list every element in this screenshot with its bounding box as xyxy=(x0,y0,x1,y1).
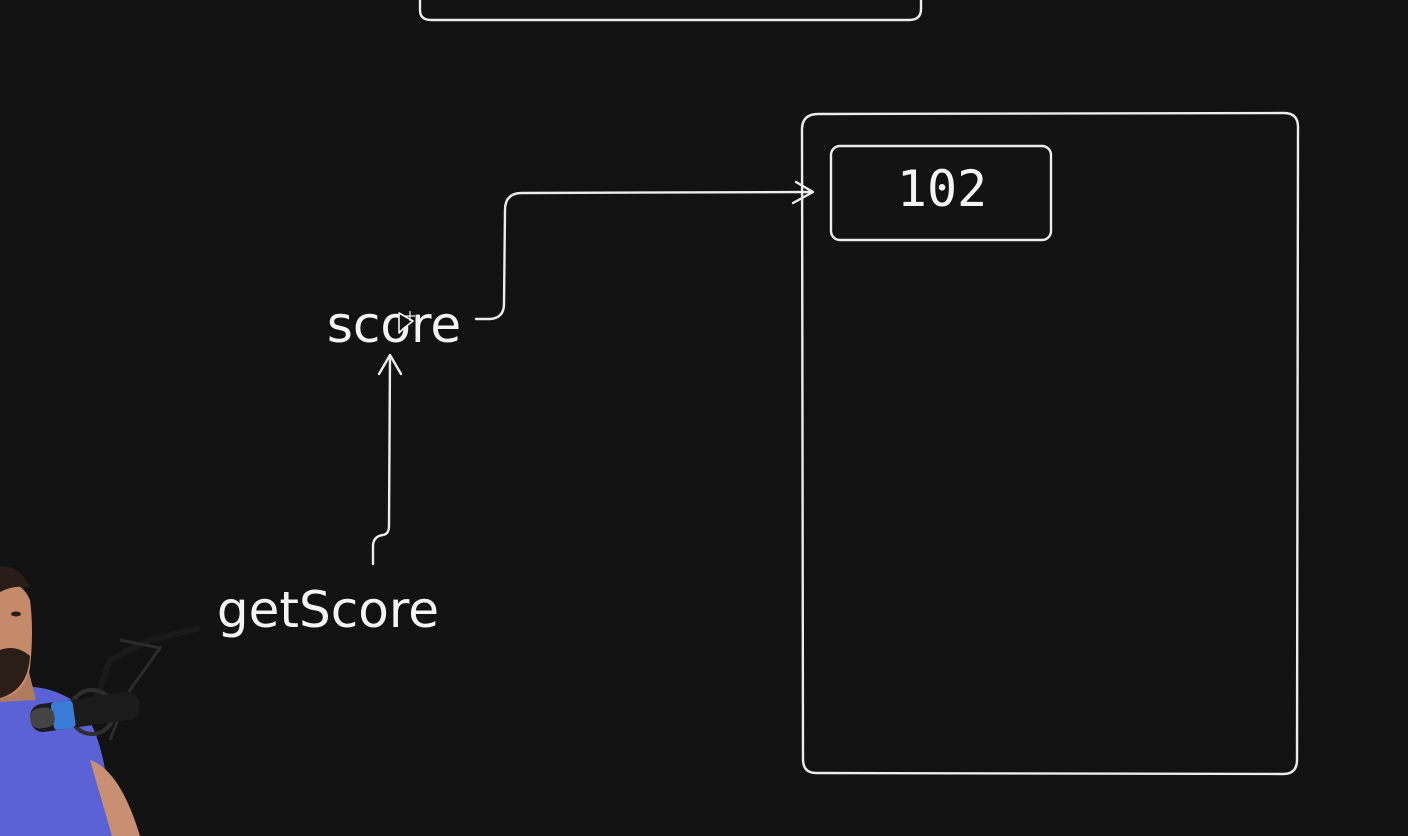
heap-value-label: 102 xyxy=(897,160,987,218)
getscore-to-score-arrow xyxy=(371,354,392,566)
get-score-function-label: getScore xyxy=(217,581,439,639)
score-to-value-arrowhead xyxy=(791,180,815,205)
getscore-to-score-arrowhead xyxy=(377,353,403,376)
heap-memory-box xyxy=(800,111,1300,776)
heap-value-cell xyxy=(829,144,1053,242)
presenter-webcam-overlay xyxy=(0,566,201,836)
score-variable-label: score xyxy=(327,296,461,354)
score-to-value-arrow xyxy=(474,190,814,321)
top-partial-box xyxy=(418,0,923,22)
pointer-cursor-icon xyxy=(398,311,415,334)
